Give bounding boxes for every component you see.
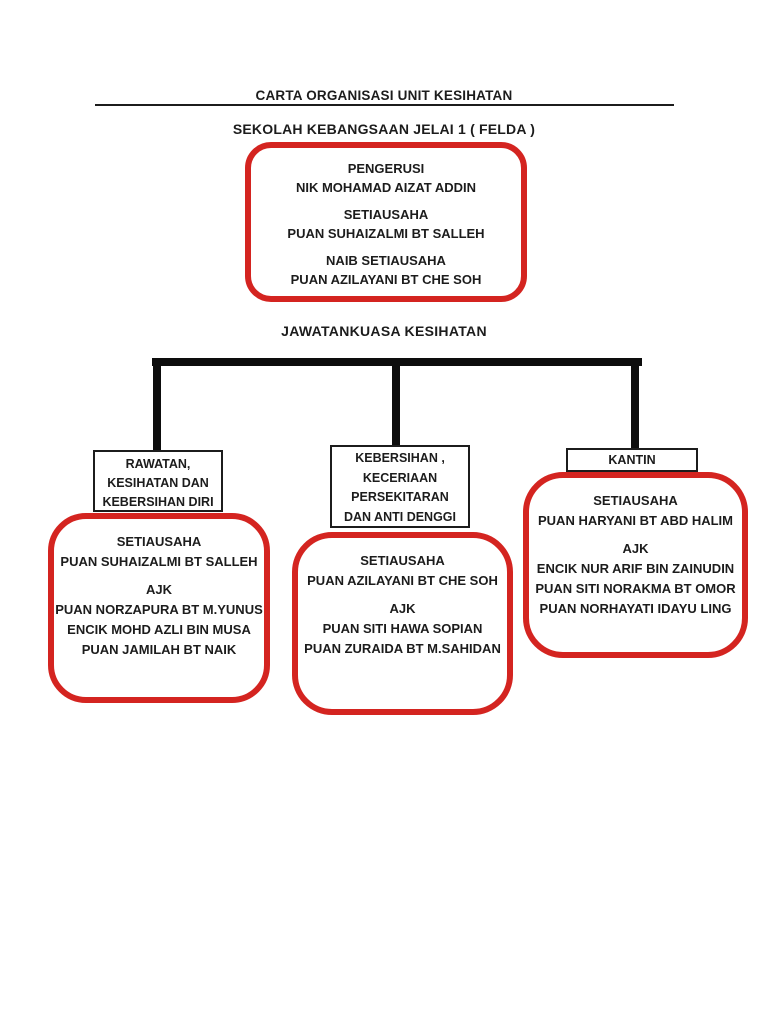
role-group-setiausaha: SETIAUSAHA PUAN AZILAYANI BT CHE SOH <box>298 551 507 591</box>
role-group-ajk: AJK PUAN SITI HAWA SOPIAN PUAN ZURAIDA B… <box>298 599 507 659</box>
title-underline <box>95 104 674 106</box>
role-title: SETIAUSAHA <box>116 534 202 549</box>
role-group-setiausaha: SETIAUSAHA PUAN SUHAIZALMI BT SALLEH <box>54 532 264 572</box>
role-name: NIK MOHAMAD AIZAT ADDIN <box>295 180 477 195</box>
branch-label-line: DAN ANTI DENGGI <box>343 509 457 524</box>
page-title: CARTA ORGANISASI UNIT KESIHATAN <box>255 88 513 103</box>
connector-vertical-right <box>631 358 639 448</box>
committee-heading: JAWATANKUASA KESIHATAN <box>281 323 487 339</box>
branch-label-line: KEBERSIHAN , <box>355 451 445 465</box>
role-name: PUAN AZILAYANI BT CHE SOH <box>290 272 482 287</box>
branch-label-line: RAWATAN, <box>125 457 191 471</box>
branch-label-line: KECERIAAN <box>362 470 438 485</box>
role-title: NAIB SETIAUSAHA <box>326 253 446 268</box>
connector-vertical-left <box>153 358 161 450</box>
role-title: AJK <box>622 541 649 556</box>
role-title: PENGERUSI <box>347 161 425 176</box>
role-name: PUAN SITI HAWA SOPIAN <box>322 621 483 636</box>
role-name: PUAN AZILAYANI BT CHE SOH <box>307 573 498 588</box>
role-name: PUAN SITI NORAKMA BT OMOR <box>535 581 736 596</box>
branch-label-line: KANTIN <box>608 453 656 467</box>
role-title: AJK <box>389 601 416 616</box>
role-group-ajk: AJK PUAN NORZAPURA BT M.YUNUS ENCIK MOHD… <box>54 580 264 660</box>
role-name: PUAN HARYANI BT ABD HALIM <box>538 513 733 528</box>
role-group-ajk: AJK ENCIK NUR ARIF BIN ZAINUDIN PUAN SIT… <box>529 539 742 619</box>
branch-label-line: KESIHATAN DAN <box>107 476 209 490</box>
role-group-pengerusi: PENGERUSI NIK MOHAMAD AIZAT ADDIN <box>251 159 521 197</box>
role-name: PUAN SUHAIZALMI BT SALLEH <box>60 554 258 569</box>
branch-label-rawatan: RAWATAN, KESIHATAN DAN KEBERSIHAN DIRI <box>93 450 223 512</box>
role-name: PUAN SUHAIZALMI BT SALLEH <box>287 226 485 241</box>
role-group-setiausaha: SETIAUSAHA PUAN HARYANI BT ABD HALIM <box>529 491 742 531</box>
role-name: PUAN JAMILAH BT NAIK <box>81 642 237 657</box>
connector-vertical-middle <box>392 358 400 446</box>
role-name: ENCIK NUR ARIF BIN ZAINUDIN <box>536 561 735 576</box>
role-title: SETIAUSAHA <box>360 553 445 568</box>
branch-label-kebersihan: KEBERSIHAN , KECERIAAN PERSEKITARAN DAN … <box>330 445 470 528</box>
role-title: AJK <box>145 582 172 597</box>
branch-label-kantin: KANTIN <box>566 448 698 472</box>
branch-box-rawatan: SETIAUSAHA PUAN SUHAIZALMI BT SALLEH AJK… <box>48 513 270 703</box>
main-committee-box: PENGERUSI NIK MOHAMAD AIZAT ADDIN SETIAU… <box>245 142 527 302</box>
role-group-setiausaha: SETIAUSAHA PUAN SUHAIZALMI BT SALLEH <box>251 205 521 243</box>
branch-label-line: PERSEKITARAN <box>351 490 449 504</box>
branch-box-kantin: SETIAUSAHA PUAN HARYANI BT ABD HALIM AJK… <box>523 472 748 658</box>
school-name: SEKOLAH KEBANGSAAN JELAI 1 ( FELDA ) <box>232 121 536 137</box>
role-name: PUAN NORZAPURA BT M.YUNUS <box>55 602 263 617</box>
role-name: PUAN NORHAYATI IDAYU LING <box>539 601 732 616</box>
role-title: SETIAUSAHA <box>343 207 429 222</box>
branch-box-kebersihan: SETIAUSAHA PUAN AZILAYANI BT CHE SOH AJK… <box>292 532 513 715</box>
role-name: ENCIK MOHD AZLI BIN MUSA <box>67 622 251 637</box>
branch-label-line: KEBERSIHAN DIRI <box>102 495 214 509</box>
role-group-naib-setiausaha: NAIB SETIAUSAHA PUAN AZILAYANI BT CHE SO… <box>251 251 521 289</box>
role-title: SETIAUSAHA <box>593 493 678 508</box>
role-name: PUAN ZURAIDA BT M.SAHIDAN <box>304 641 501 656</box>
